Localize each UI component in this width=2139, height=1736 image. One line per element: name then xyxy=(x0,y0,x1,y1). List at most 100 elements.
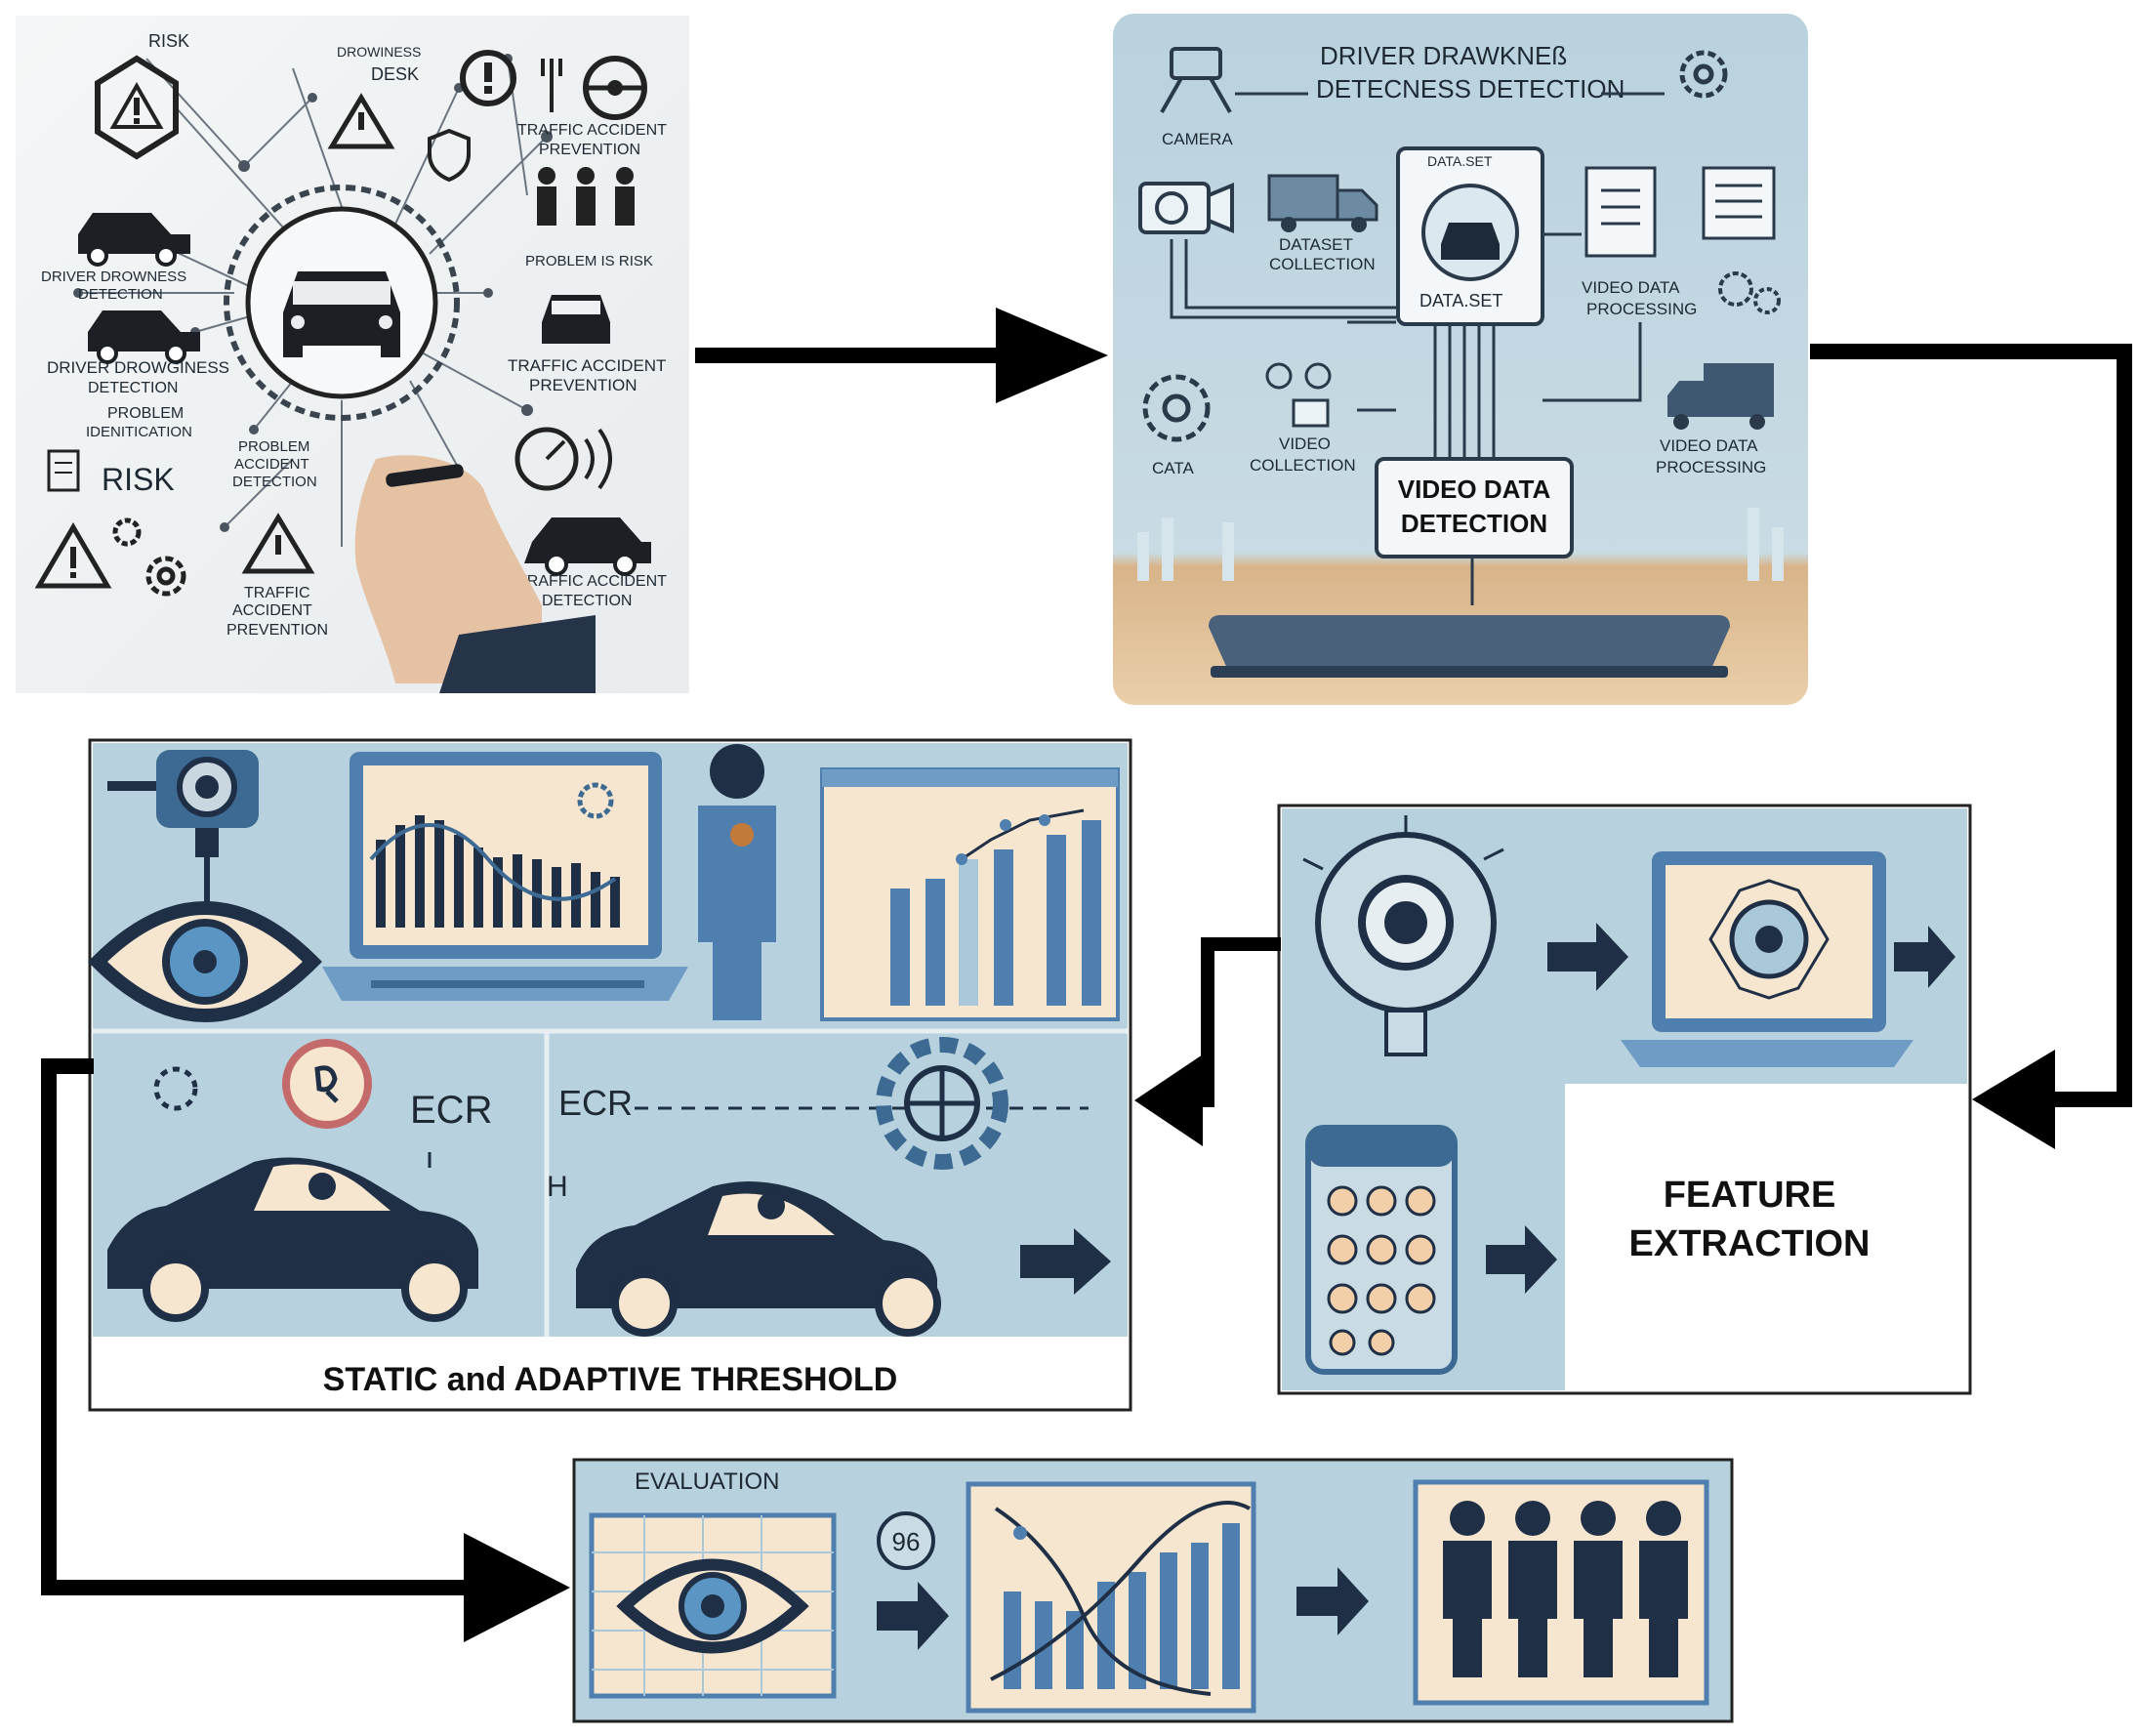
car-driver-icon-2 xyxy=(576,1181,941,1337)
car-side-icon-1 xyxy=(78,213,190,267)
gear-icon xyxy=(112,517,186,597)
label-risk-top: RISK xyxy=(148,31,189,51)
label-camera: CAMERA xyxy=(1162,130,1233,148)
label-traffic-accident-1: TRAFFIC ACCIDENT xyxy=(517,122,667,139)
label-video-data-detection-1: VIDEO DATA xyxy=(1398,475,1551,504)
label-video-data-detection-2: DETECTION xyxy=(1401,509,1547,538)
gear-icon-3 xyxy=(1718,271,1781,314)
label-drowsiness: DROWINESS xyxy=(337,44,421,60)
label-traffic-2: TRAFFIC xyxy=(244,585,310,601)
panel-evaluation: EVALUATION 96 xyxy=(572,1458,1734,1723)
label-traffic-accident-2: TRAFFIC ACCIDENT xyxy=(508,356,666,375)
car-driver-icon-1 xyxy=(107,1157,478,1322)
central-car-gauge-icon xyxy=(224,185,460,421)
label-problem-is-risk: PROBLEM IS RISK xyxy=(525,253,653,269)
laptop-base xyxy=(1209,615,1730,678)
flow-arrows xyxy=(41,308,2132,1642)
video-camera-icon xyxy=(1138,182,1234,234)
security-camera-icon xyxy=(107,750,259,903)
label-dataset: DATA.SET xyxy=(1419,291,1502,310)
small-arrow-icon xyxy=(1486,1225,1557,1294)
hand-with-marker-illustration xyxy=(354,455,596,693)
label-badge-value: 96 xyxy=(892,1527,921,1556)
keypad-device-icon xyxy=(1305,1125,1458,1375)
label-identification: IDENITICATION xyxy=(86,424,192,440)
label-dataset-collection-1: DATASET xyxy=(1279,235,1353,254)
label-video-data-processing-2a: VIDEO DATA xyxy=(1660,436,1758,455)
label-driver-drawkness: DRIVER DRAWKNEß xyxy=(1320,41,1567,70)
panel-threshold: ECR ECR H STATIC and ADAPTIVE THRESHOL xyxy=(88,738,1132,1412)
label-video-collection-1: VIDEO xyxy=(1279,434,1331,453)
label-accident: ACCIDENT xyxy=(234,456,309,473)
label-risk-big: RISK xyxy=(102,462,175,497)
label-ecr-2: ECR xyxy=(558,1083,633,1123)
label-prevention-1: PREVENTION xyxy=(539,142,640,158)
gear-icon-5 xyxy=(153,1066,198,1111)
score-badge: 96 xyxy=(877,1511,935,1570)
panel-feature-extraction: FEATURE EXTRACTION xyxy=(1277,804,1972,1395)
document-stack-icon xyxy=(1584,166,1657,258)
label-detection: DETECTION xyxy=(232,474,317,490)
label-dataset-collection-2: COLLECTION xyxy=(1269,255,1376,273)
arrow-feature-to-threshold xyxy=(1134,937,1281,1146)
label-video-data-processing-2b: PROCESSING xyxy=(1656,458,1766,476)
arrow-problem-to-video xyxy=(695,308,1108,403)
small-arrow-icon xyxy=(1894,926,1955,988)
network-lines xyxy=(78,58,548,547)
video-data-detection-box: VIDEO DATA DETECTION xyxy=(1375,457,1574,558)
label-detecness-detection: DETECNESS DETECTION xyxy=(1316,74,1625,103)
steering-wheel-icon xyxy=(583,56,647,120)
label-accident-2: ACCIDENT xyxy=(232,602,312,619)
exclamation-circle-icon xyxy=(460,50,516,106)
label-static-adaptive-threshold: STATIC and ADAPTIVE THRESHOLD xyxy=(323,1361,898,1398)
label-driver-drowsiness-2b: DETECTION xyxy=(88,380,178,396)
truck-icon xyxy=(1267,174,1378,232)
gear-icon-4 xyxy=(1142,374,1211,442)
gear-icon-2 xyxy=(1679,50,1728,99)
camera-lens-gear-icon xyxy=(1302,815,1504,1056)
risk-warning-icon xyxy=(95,55,179,160)
car-front-icon xyxy=(542,295,610,344)
label-feature: FEATURE xyxy=(1664,1175,1836,1216)
label-cata: CATA xyxy=(1152,459,1194,477)
label-evaluation: EVALUATION xyxy=(635,1468,779,1495)
label-desk: DESK xyxy=(371,64,419,84)
label-extraction: EXTRACTION xyxy=(1629,1223,1871,1264)
people-group-icon xyxy=(537,167,635,226)
camera-tripod-icon xyxy=(1160,47,1232,113)
label-dataset-header: DATA.SET xyxy=(1427,153,1493,169)
label-prevention-2: PREVENTION xyxy=(529,376,638,394)
label-traffic-accident-3: TRAFFIC ACCIDENT xyxy=(517,573,667,590)
form-document-icon xyxy=(1702,166,1776,240)
background-bars xyxy=(1137,508,1784,581)
warning-triangle-icon-3 xyxy=(241,513,315,574)
label-video-data-processing-1a: VIDEO DATA xyxy=(1582,278,1680,297)
laptop-chart-icon xyxy=(322,752,688,1001)
small-arrow-icon xyxy=(1296,1567,1369,1635)
document-icon xyxy=(47,449,80,492)
laptop-eye-icon xyxy=(1621,851,1913,1067)
eye-chart-icon xyxy=(589,1512,837,1699)
fork-icon xyxy=(541,59,562,112)
car-side-icon-2 xyxy=(88,310,200,364)
gear-icon-6 xyxy=(876,1037,1008,1170)
warning-triangle-icon xyxy=(327,93,395,149)
speedometer-icon xyxy=(514,427,612,491)
people-group-icon-2 xyxy=(1413,1479,1709,1706)
label-detection-3: DETECTION xyxy=(542,593,632,609)
video-collection-icon xyxy=(1265,362,1332,428)
arrow-threshold-to-evaluation xyxy=(41,1058,570,1642)
person-icon xyxy=(698,744,776,1020)
eye-icon xyxy=(88,901,322,1022)
label-problem-1: PROBLEM xyxy=(107,405,184,422)
magnifier-circle-icon xyxy=(282,1039,372,1129)
label-video-collection-2: COLLECTION xyxy=(1250,456,1356,475)
small-arrow-icon xyxy=(1020,1228,1111,1295)
panel-problem-identification: RISK DROWINESS DESK TRAFFIC ACCIDENT PRE… xyxy=(16,16,689,693)
panel-video-data-detection: DRIVER DRAWKNEß DETECNESS DETECTION CAME… xyxy=(1113,14,1808,705)
small-arrow-icon xyxy=(877,1582,949,1650)
label-driver-drowsiness-2a: DRIVER DROWGINESS xyxy=(47,358,229,377)
dataset-tablet: DATA.SET DATA.SET xyxy=(1396,146,1544,326)
panel2-background xyxy=(1113,14,1808,705)
